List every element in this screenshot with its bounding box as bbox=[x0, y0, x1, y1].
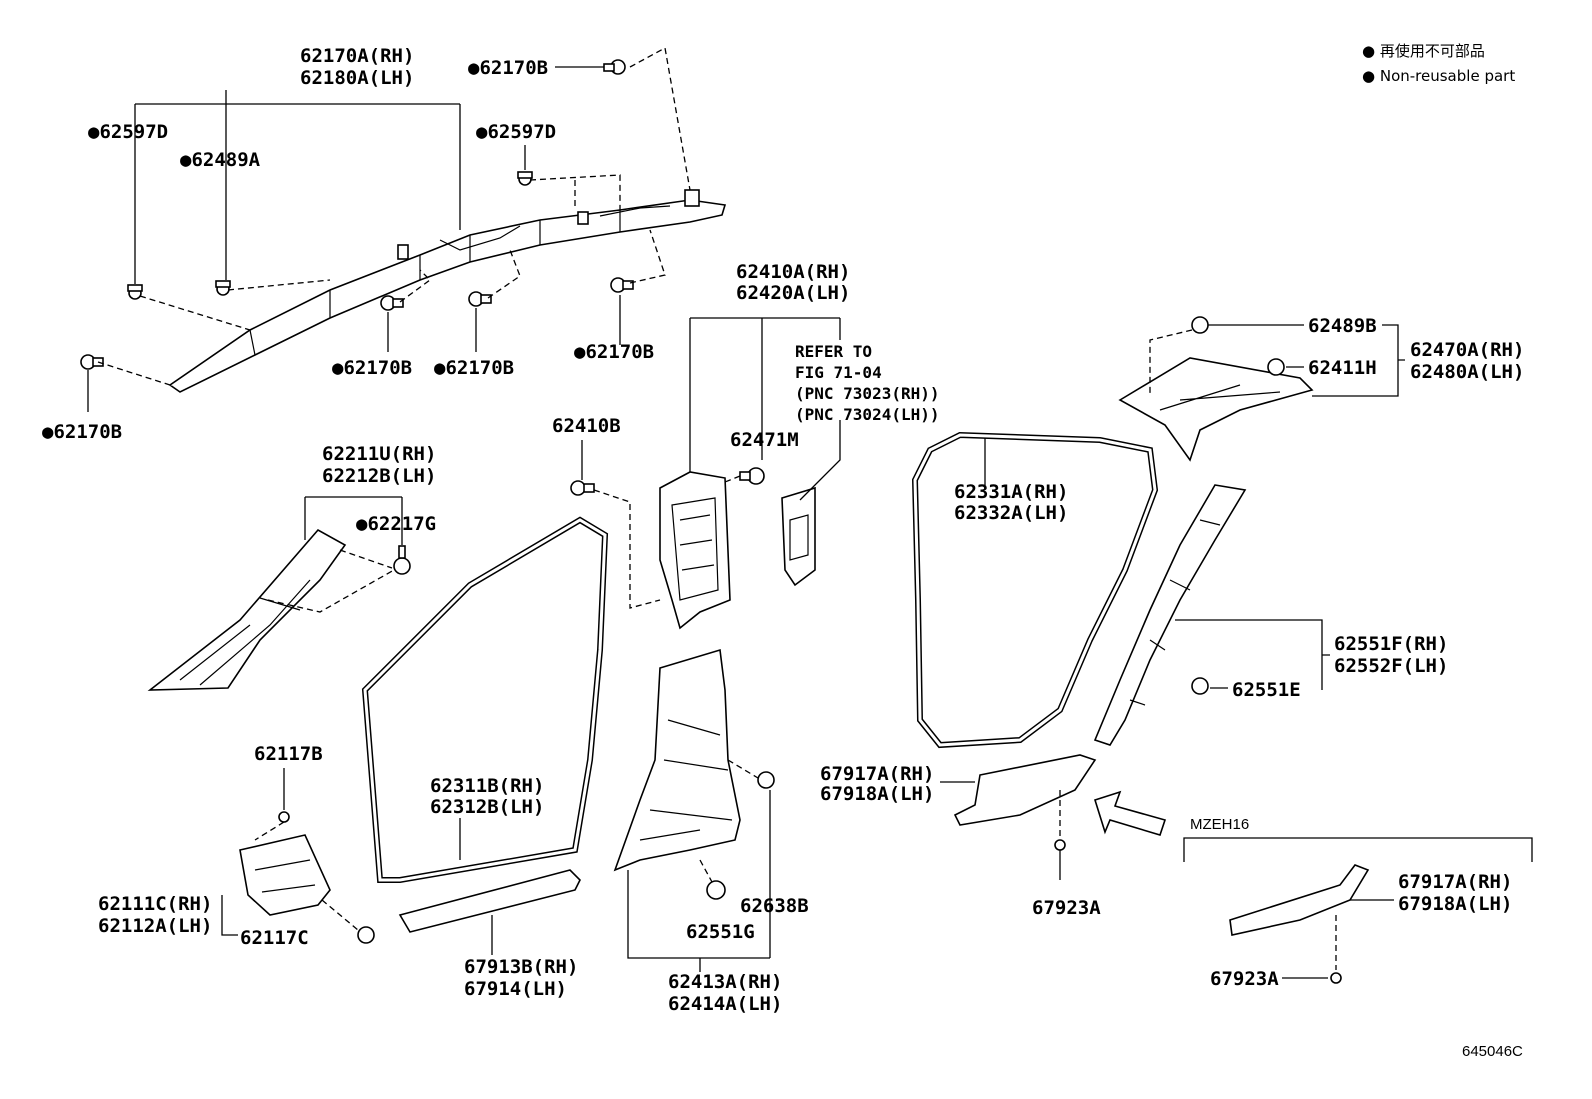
label-62311B: 62311B(RH) bbox=[430, 775, 544, 797]
rear-door-weatherstrip bbox=[911, 431, 1159, 749]
legend-non-reusable-en: ● Non-reusable part bbox=[1362, 67, 1515, 85]
clip-62170B-b bbox=[468, 291, 492, 307]
cowl-side-trim bbox=[239, 834, 331, 916]
label-62551G: 62551G bbox=[686, 921, 755, 943]
label-62410B: 62410B bbox=[552, 415, 621, 437]
label-62489A: ●62489A bbox=[180, 149, 261, 171]
label-67923A-b: 67923A bbox=[1210, 968, 1279, 990]
label-62551E: 62551E bbox=[1232, 679, 1301, 701]
center-pillar-upper-garnish bbox=[659, 471, 731, 630]
label-62410A: 62410A(RH) bbox=[736, 261, 850, 283]
label-62170B-c: ●62170B bbox=[574, 341, 654, 363]
label-62411H: 62411H bbox=[1308, 357, 1377, 379]
label-62420A: 62420A(LH) bbox=[736, 282, 850, 304]
clip-62117B bbox=[278, 811, 290, 823]
label-67913B: 67913B(RH) bbox=[464, 956, 578, 978]
label-67918A-b: 67918A(LH) bbox=[1398, 893, 1512, 915]
front-pillar-garnish bbox=[147, 528, 347, 691]
diagram-code: 645046C bbox=[1462, 1043, 1523, 1060]
clip-62170B-c bbox=[610, 277, 634, 293]
variant-scuff-plate bbox=[1229, 864, 1370, 936]
clip-62117C bbox=[357, 926, 375, 944]
clip-62170B-top bbox=[603, 59, 626, 75]
clip-62170B-a bbox=[380, 295, 404, 311]
label-62331A: 62331A(RH) bbox=[954, 481, 1068, 503]
label-62170B-a: ●62170B bbox=[332, 357, 412, 379]
clip-62597D-left bbox=[127, 284, 143, 300]
label-62597D-right: ●62597D bbox=[476, 121, 556, 143]
label-62551F: 62551F(RH) bbox=[1334, 633, 1448, 655]
label-67917A-a: 67917A(RH) bbox=[820, 763, 934, 785]
label-67918A-a: 67918A(LH) bbox=[820, 783, 934, 805]
center-pillar-lower-garnish bbox=[613, 648, 741, 872]
clip-62551E bbox=[1191, 677, 1209, 695]
roof-side-garnish-62170A bbox=[168, 189, 727, 393]
label-62638B: 62638B bbox=[740, 895, 809, 917]
label-67923A-a: 67923A bbox=[1032, 897, 1101, 919]
label-62480A: 62480A(LH) bbox=[1410, 361, 1524, 383]
front-door-weatherstrip bbox=[361, 516, 609, 883]
label-62211U: 62211U(RH) bbox=[322, 443, 436, 465]
label-62332A: 62332A(LH) bbox=[954, 502, 1068, 524]
clip-62471M bbox=[739, 467, 765, 485]
label-62111C: 62111C(RH) bbox=[98, 893, 212, 915]
label-62217G: ●62217G bbox=[356, 513, 436, 535]
clip-62410B bbox=[570, 480, 595, 496]
clip-62489B bbox=[1191, 316, 1209, 334]
quarter-trim bbox=[1093, 484, 1247, 746]
label-67914: 67914(LH) bbox=[464, 978, 567, 1000]
label-62170B-d: ●62170B bbox=[42, 421, 122, 443]
variant-code: MZEH16 bbox=[1190, 816, 1249, 833]
clip-67923A-a bbox=[1054, 839, 1066, 851]
label-62117C: 62117C bbox=[240, 927, 309, 949]
label-62117B: 62117B bbox=[254, 743, 323, 765]
clip-62551G bbox=[706, 880, 726, 900]
refer-pnc-lh: (PNC 73024(LH)) bbox=[795, 405, 940, 424]
label-62212B: 62212B(LH) bbox=[322, 465, 436, 487]
label-67917A-b: 67917A(RH) bbox=[1398, 871, 1512, 893]
label-62552F: 62552F(LH) bbox=[1334, 655, 1448, 677]
label-62597D-left: ●62597D bbox=[88, 121, 168, 143]
rear-door-scuff-plate bbox=[953, 754, 1097, 826]
clip-67923A-b bbox=[1330, 972, 1342, 984]
legend-non-reusable-jp: ● 再使用不可部品 bbox=[1362, 42, 1485, 60]
label-62312B: 62312B(LH) bbox=[430, 796, 544, 818]
label-62180A: 62180A(LH) bbox=[300, 67, 414, 89]
label-62470A: 62470A(RH) bbox=[1410, 339, 1524, 361]
clip-62411H bbox=[1267, 358, 1285, 376]
label-62170B-top: ●62170B bbox=[468, 57, 548, 79]
clip-62638B bbox=[757, 771, 775, 789]
label-62170A: 62170A(RH) bbox=[300, 45, 414, 67]
label-62170B-b: ●62170B bbox=[434, 357, 514, 379]
refer-pnc-rh: (PNC 73023(RH)) bbox=[795, 384, 940, 403]
label-62489B: 62489B bbox=[1308, 315, 1377, 337]
label-62112A: 62112A(LH) bbox=[98, 915, 212, 937]
label-62414A: 62414A(LH) bbox=[668, 993, 782, 1015]
view-arrow bbox=[1093, 790, 1167, 836]
label-62471M: 62471M bbox=[730, 429, 799, 451]
seatbelt-adjuster-part bbox=[781, 486, 816, 587]
front-door-scuff-plate bbox=[398, 869, 581, 933]
roof-side-inner-garnish bbox=[1118, 357, 1314, 462]
clip-62217G bbox=[393, 545, 411, 575]
refer-fig: FIG 71-04 bbox=[795, 363, 882, 382]
clip-62597D-right bbox=[517, 171, 533, 186]
label-62413A: 62413A(RH) bbox=[668, 971, 782, 993]
clip-62489A bbox=[215, 280, 231, 296]
refer-to: REFER TO bbox=[795, 342, 872, 361]
